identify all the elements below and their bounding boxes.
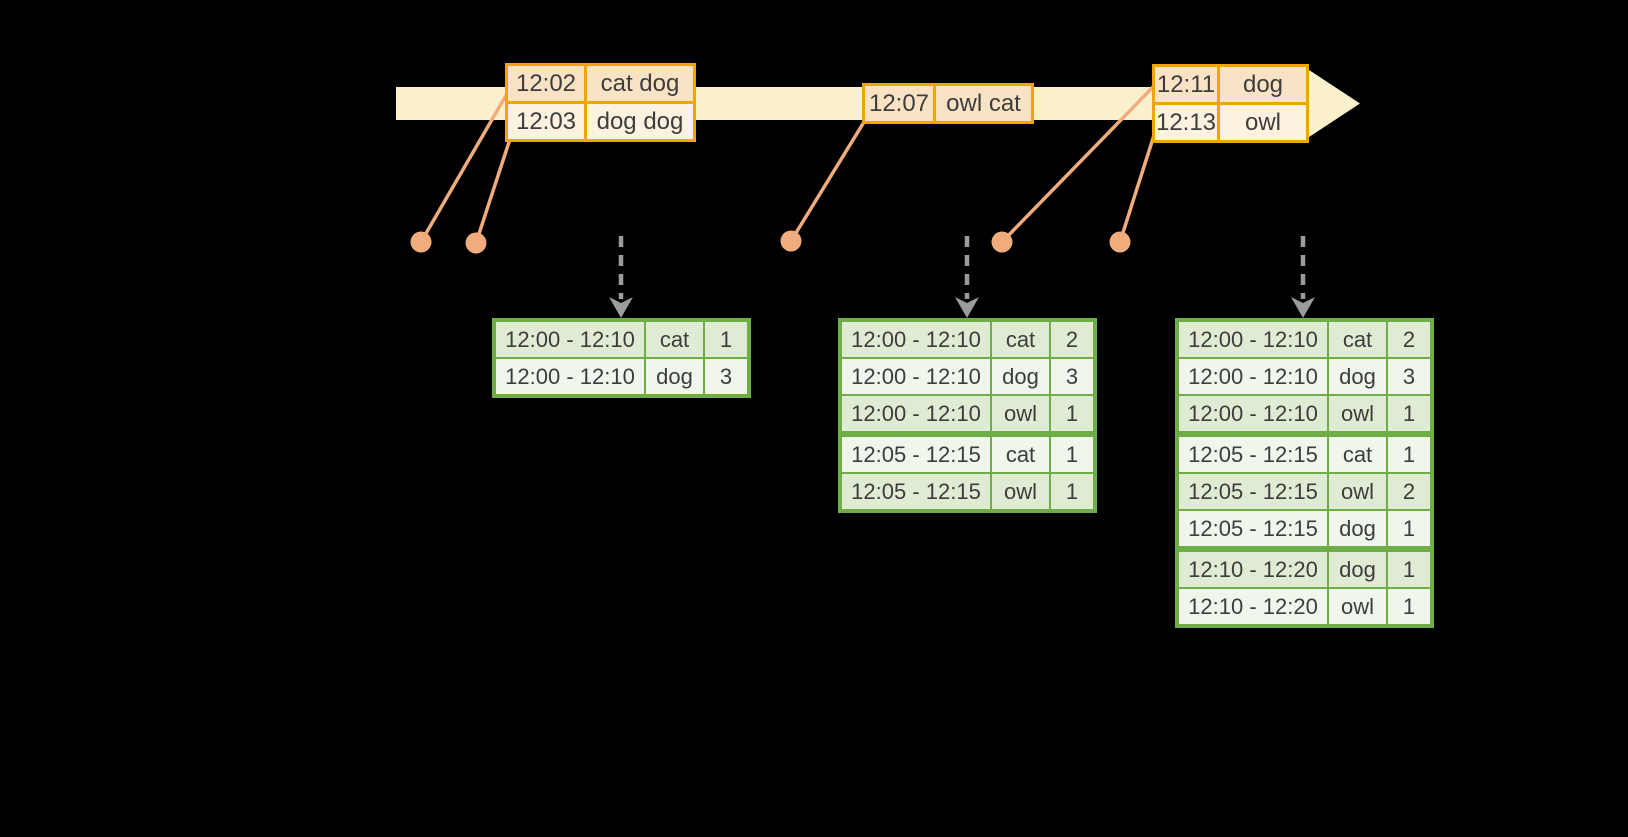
count-cell: 1 <box>1051 437 1093 472</box>
word-cell: dog <box>1329 552 1386 587</box>
window-cell: 12:05 - 12:15 <box>1179 474 1327 509</box>
count-cell: 1 <box>1051 396 1093 431</box>
trigger-arrowhead-icon <box>609 297 633 318</box>
word-cell: owl <box>992 396 1049 431</box>
event-words-cell: owl <box>1220 105 1306 140</box>
count-cell: 3 <box>705 359 747 394</box>
count-cell: 2 <box>1051 322 1093 357</box>
event-words-cell: dog <box>1220 67 1306 102</box>
event-time-cell: 12:02 <box>508 66 584 101</box>
window-cell: 12:00 - 12:10 <box>496 322 644 357</box>
event-marker-dot-icon <box>410 231 432 253</box>
word-cell: owl <box>992 474 1049 509</box>
count-cell: 2 <box>1388 474 1430 509</box>
window-cell: 12:00 - 12:10 <box>496 359 644 394</box>
word-cell: owl <box>1329 589 1386 624</box>
count-cell: 1 <box>1388 511 1430 546</box>
count-cell: 1 <box>1388 437 1430 472</box>
event-marker-dot-icon <box>1109 231 1131 253</box>
count-cell: 1 <box>1051 474 1093 509</box>
window-cell: 12:00 - 12:10 <box>842 396 990 431</box>
connector-line <box>419 91 510 243</box>
trigger-arrowhead-icon <box>955 297 979 318</box>
event-time-cell: 12:11 <box>1155 67 1217 102</box>
window-cell: 12:00 - 12:10 <box>1179 396 1327 431</box>
count-cell: 2 <box>1388 322 1430 357</box>
window-cell: 12:05 - 12:15 <box>842 474 990 509</box>
word-cell: owl <box>1329 396 1386 431</box>
window-cell: 12:10 - 12:20 <box>1179 552 1327 587</box>
window-cell: 12:05 - 12:15 <box>1179 511 1327 546</box>
count-cell: 1 <box>1388 552 1430 587</box>
event-marker-dot-icon <box>465 232 487 254</box>
event-words-cell: cat dog <box>587 66 693 101</box>
window-cell: 12:05 - 12:15 <box>1179 437 1327 472</box>
event-words-cell: dog dog <box>587 104 693 139</box>
word-cell: cat <box>1329 322 1386 357</box>
word-cell: dog <box>1329 359 1386 394</box>
connector-line <box>789 121 866 242</box>
connector-line <box>1118 128 1158 243</box>
trigger-arrowhead-icon <box>1291 297 1315 318</box>
word-cell: dog <box>1329 511 1386 546</box>
window-cell: 12:05 - 12:15 <box>842 437 990 472</box>
count-cell: 1 <box>705 322 747 357</box>
window-cell: 12:00 - 12:10 <box>842 322 990 357</box>
window-cell: 12:00 - 12:10 <box>1179 322 1327 357</box>
word-cell: owl <box>1329 474 1386 509</box>
event-time-cell: 12:03 <box>508 104 584 139</box>
event-marker-dot-icon <box>780 230 802 252</box>
event-time-cell: 12:13 <box>1155 105 1217 140</box>
timeline-arrowhead-icon <box>1306 68 1360 139</box>
connector-line <box>474 135 513 244</box>
event-marker-dot-icon <box>991 231 1013 253</box>
word-cell: cat <box>992 437 1049 472</box>
window-cell: 12:00 - 12:10 <box>842 359 990 394</box>
window-cell: 12:00 - 12:10 <box>1179 359 1327 394</box>
count-cell: 3 <box>1388 359 1430 394</box>
word-cell: cat <box>646 322 703 357</box>
event-words-cell: owl cat <box>936 86 1031 121</box>
word-cell: cat <box>1329 437 1386 472</box>
count-cell: 1 <box>1388 589 1430 624</box>
word-cell: cat <box>992 322 1049 357</box>
event-time-cell: 12:07 <box>865 86 933 121</box>
window-cell: 12:10 - 12:20 <box>1179 589 1327 624</box>
word-cell: dog <box>646 359 703 394</box>
connector-line <box>1000 84 1156 244</box>
count-cell: 3 <box>1051 359 1093 394</box>
count-cell: 1 <box>1388 396 1430 431</box>
word-cell: dog <box>992 359 1049 394</box>
